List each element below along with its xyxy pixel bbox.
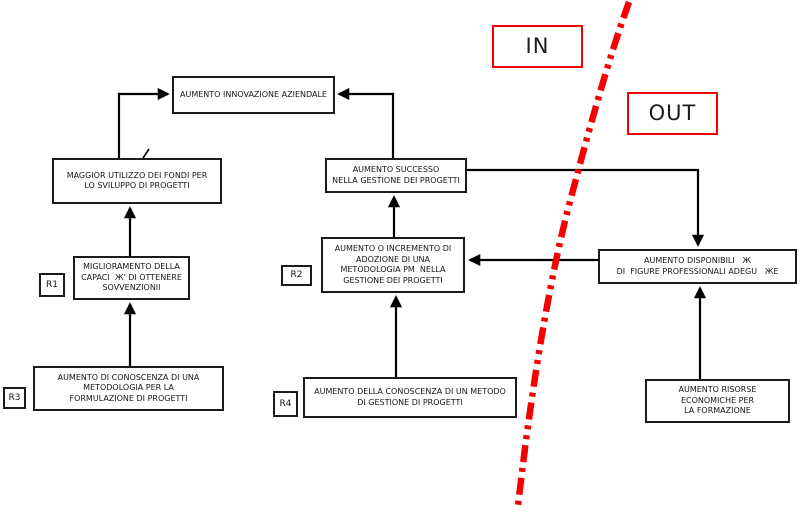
node-conoscenza-metodologia: AUMENTO DI CONOSCENZA DI UNA METODOLOGIA…	[33, 366, 224, 411]
zone-label-out: OUT	[627, 92, 718, 135]
node-text: ADOZIONE DI UNA	[355, 254, 431, 264]
ref-label-r4: R4	[273, 391, 298, 417]
node-text: AUMENTO INNOVAZIONE AZIENDALE	[180, 89, 327, 99]
ref-label-r3: R3	[3, 387, 26, 409]
node-incremento-adozione-metodologia-pm: AUMENTO O INCREMENTO DI ADOZIONE DI UNA …	[321, 237, 465, 293]
ref-text: R3	[8, 392, 21, 403]
node-text: NELLA GESTIONE DEI PROGETTI	[332, 175, 460, 185]
node-text: LO SVILUPPO DI PROGETTI	[84, 181, 190, 190]
node-text: CAPACI Ж' DI OTTENERE	[81, 272, 182, 282]
node-text: DI FIGURE PROFESSIONALI ADEGU ЖE	[616, 266, 779, 276]
node-text: ECONOMICHE PER	[680, 395, 755, 405]
node-risorse-economiche-formazione: AUMENTO RISORSE ECONOMICHE PER LA FORMAZ…	[645, 379, 790, 423]
ref-label-r2: R2	[281, 265, 312, 286]
node-text: AUMENTO DELLA CONOSCENZA DI UN METODO	[314, 387, 506, 396]
arrow-successo-to-disponibili	[467, 168, 705, 247]
node-text: AUMENTO SUCCESSO	[352, 165, 440, 174]
node-aumento-innovazione-aziendale: AUMENTO INNOVAZIONE AZIENDALE	[172, 76, 335, 114]
ref-text: R1	[46, 279, 58, 290]
node-text: AUMENTO O INCREMENTO DI	[334, 244, 452, 253]
zone-text: OUT	[648, 101, 697, 126]
node-conoscenza-metodo-gestione: AUMENTO DELLA CONOSCENZA DI UN METODO DI…	[303, 377, 517, 418]
node-text: AUMENTO DISPONIBILI Ж	[644, 256, 751, 265]
node-disponibilita-figure-professionali: AUMENTO DISPONIBILI Ж DI FIGURE PROFESSI…	[598, 249, 797, 284]
zone-label-in: IN	[492, 25, 583, 68]
node-text: AUMENTO RISORSE	[678, 385, 757, 395]
node-text: DI GESTIONE DI PROGETTI	[357, 397, 463, 407]
ref-text: R4	[279, 398, 292, 409]
node-text: MIGLIORAMENTO DELLA	[83, 262, 180, 272]
node-text: METODOLOGIA PM NELLA	[340, 265, 446, 274]
node-aumento-successo-gestione: AUMENTO SUCCESSO NELLA GESTIONE DEI PROG…	[325, 158, 467, 193]
polarity-tick	[142, 148, 150, 159]
node-text: AUMENTO DI CONOSCENZA DI UNA	[57, 372, 200, 382]
arrow-maggior-to-innovazione	[117, 87, 170, 158]
zone-text: IN	[525, 34, 550, 59]
node-text: SOVVENZIONII	[102, 283, 161, 293]
ref-text: R2	[290, 270, 303, 281]
node-text: GESTIONE DEI PROGETTI	[343, 275, 443, 285]
ref-label-r1: R1	[39, 273, 65, 297]
node-text: LA FORMAZIONE	[684, 406, 751, 416]
in-out-divider-line	[514, 0, 633, 507]
node-miglioramento-capacita: MIGLIORAMENTO DELLA CAPACI Ж' DI OTTENER…	[73, 256, 190, 300]
node-text: MAGGIOR UTILIZZO DEI FONDI PER	[66, 170, 208, 180]
node-text: METODOLOGIA PER LA	[83, 383, 174, 393]
arrow-successo-to-innovazione	[337, 87, 395, 158]
node-maggior-utilizzo-fondi: MAGGIOR UTILIZZO DEI FONDI PER LO SVILUP…	[52, 158, 222, 204]
node-text: FORMULAZIONE DI PROGETTI	[69, 393, 188, 403]
